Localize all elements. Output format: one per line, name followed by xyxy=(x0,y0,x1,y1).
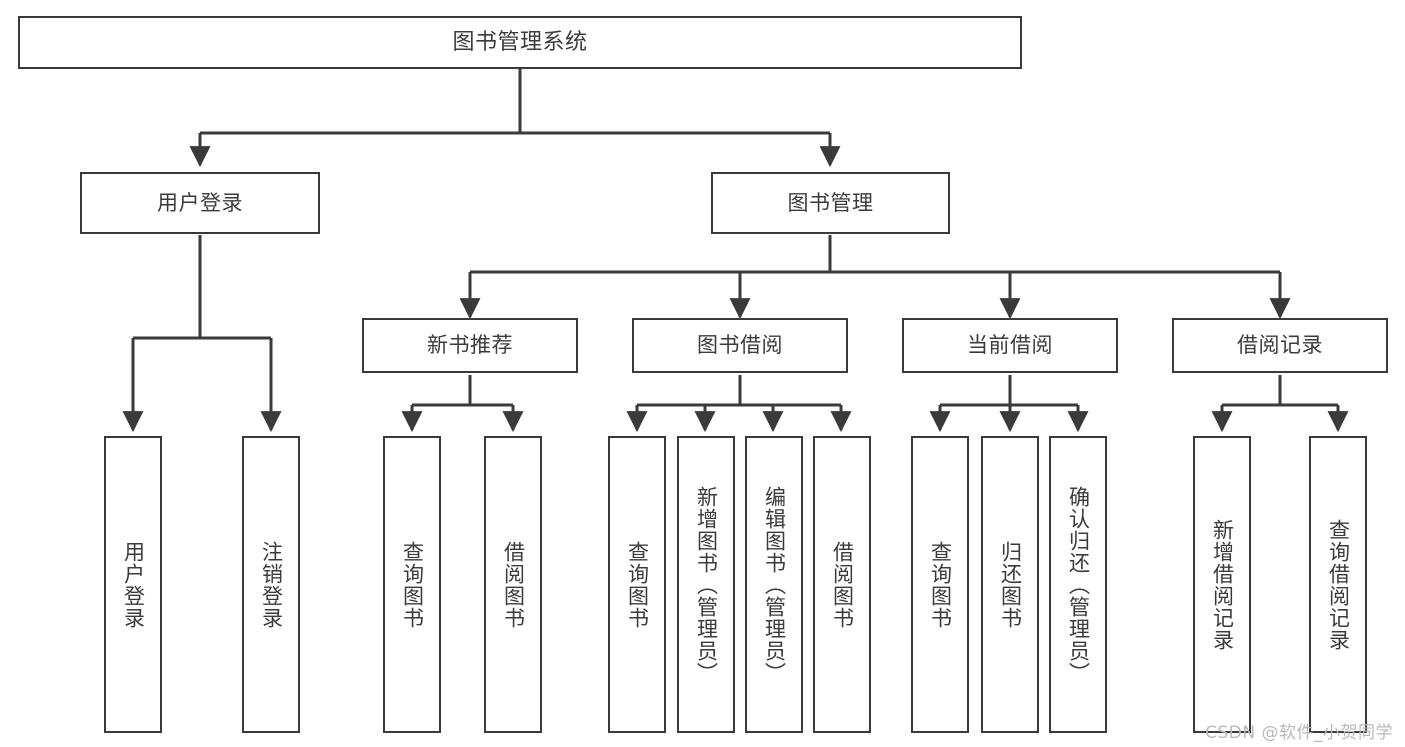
node-leaf-return-book[interactable]: 归还图书 xyxy=(981,436,1039,733)
node-book-management[interactable]: 图书管理 xyxy=(711,172,950,234)
node-new-book-recommend-label: 新书推荐 xyxy=(427,333,513,358)
node-user-login[interactable]: 用户登录 xyxy=(80,172,320,234)
node-leaf-add-book-label: 新增图书（管理员） xyxy=(694,485,719,684)
node-leaf-query-book-current[interactable]: 查询图书 xyxy=(911,436,969,733)
node-leaf-logout[interactable]: 注销登录 xyxy=(242,436,300,733)
node-leaf-query-borrow-record-label: 查询借阅记录 xyxy=(1326,518,1351,651)
node-leaf-query-book-borrow[interactable]: 查询图书 xyxy=(608,436,666,733)
node-borrow-record-label: 借阅记录 xyxy=(1237,333,1323,358)
node-current-borrow-label: 当前借阅 xyxy=(967,333,1053,358)
node-leaf-confirm-return-label: 确认归还（管理员） xyxy=(1066,485,1091,684)
node-leaf-borrow-book-label: 借阅图书 xyxy=(830,540,855,629)
node-leaf-query-book-new[interactable]: 查询图书 xyxy=(383,436,441,733)
node-leaf-logout-label: 注销登录 xyxy=(259,540,284,629)
node-root-label: 图书管理系统 xyxy=(452,29,588,55)
node-leaf-query-book-borrow-label: 查询图书 xyxy=(625,540,650,629)
node-leaf-query-borrow-record[interactable]: 查询借阅记录 xyxy=(1309,436,1367,733)
node-leaf-user-login-label: 用户登录 xyxy=(121,540,146,629)
node-user-login-label: 用户登录 xyxy=(157,190,243,215)
node-leaf-edit-book-label: 编辑图书（管理员） xyxy=(762,485,787,684)
node-borrow-record[interactable]: 借阅记录 xyxy=(1172,318,1388,373)
node-book-borrow-label: 图书借阅 xyxy=(697,333,783,358)
node-leaf-add-borrow-record[interactable]: 新增借阅记录 xyxy=(1193,436,1251,733)
node-leaf-return-book-label: 归还图书 xyxy=(998,540,1023,629)
node-book-borrow[interactable]: 图书借阅 xyxy=(632,318,848,373)
node-leaf-query-book-new-label: 查询图书 xyxy=(400,540,425,629)
node-new-book-recommend[interactable]: 新书推荐 xyxy=(362,318,578,373)
node-leaf-add-borrow-record-label: 新增借阅记录 xyxy=(1210,518,1235,651)
node-leaf-borrow-book-new-label: 借阅图书 xyxy=(501,540,526,629)
node-root[interactable]: 图书管理系统 xyxy=(18,16,1022,69)
node-leaf-edit-book[interactable]: 编辑图书（管理员） xyxy=(745,436,803,733)
node-leaf-add-book[interactable]: 新增图书（管理员） xyxy=(677,436,735,733)
node-current-borrow[interactable]: 当前借阅 xyxy=(902,318,1118,373)
node-leaf-borrow-book[interactable]: 借阅图书 xyxy=(813,436,871,733)
node-leaf-user-login[interactable]: 用户登录 xyxy=(104,436,162,733)
node-leaf-query-book-current-label: 查询图书 xyxy=(928,540,953,629)
node-leaf-borrow-book-new[interactable]: 借阅图书 xyxy=(484,436,542,733)
node-book-management-label: 图书管理 xyxy=(787,190,874,215)
node-leaf-confirm-return[interactable]: 确认归还（管理员） xyxy=(1049,436,1107,733)
